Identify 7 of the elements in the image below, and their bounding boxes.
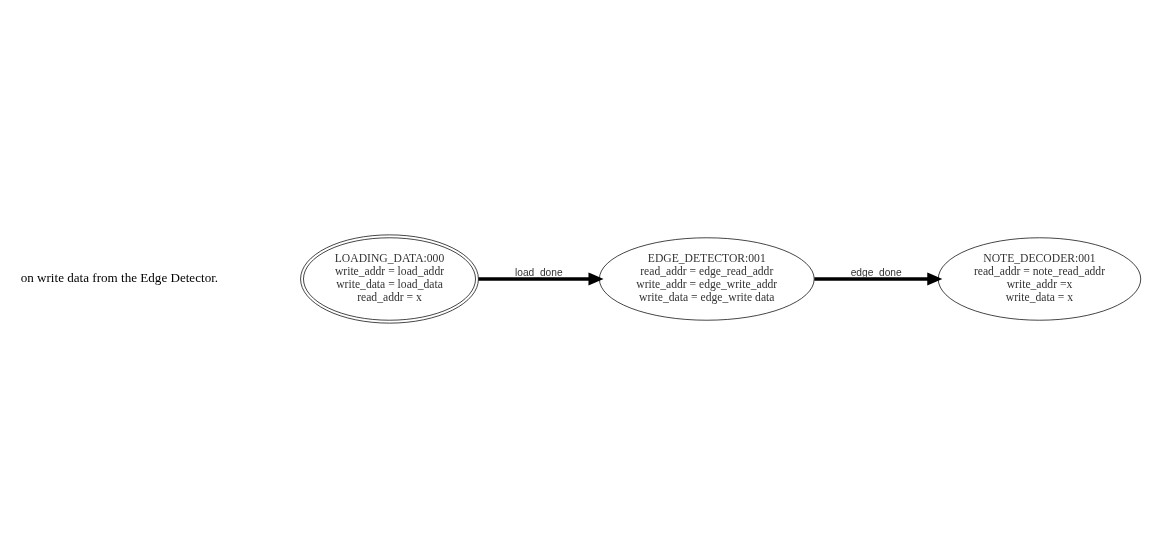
label: on write data from the Edge Detector.	[20, 269, 219, 285]
edge-label: load_done	[514, 266, 563, 278]
node-ellipse: EDGE_DETECTOR:001 read_addr = edge_read_addr write_addr = edge_write_addr write_data = edge_write data	[599, 236, 815, 321]
arrow	[814, 271, 943, 286]
node-ellipse: NOTE_DECODER:001 read_addr = note_read_addr write_addr =x write_data = x	[937, 236, 1142, 321]
arrow	[478, 271, 604, 286]
edge-label: edge_done	[850, 266, 902, 278]
